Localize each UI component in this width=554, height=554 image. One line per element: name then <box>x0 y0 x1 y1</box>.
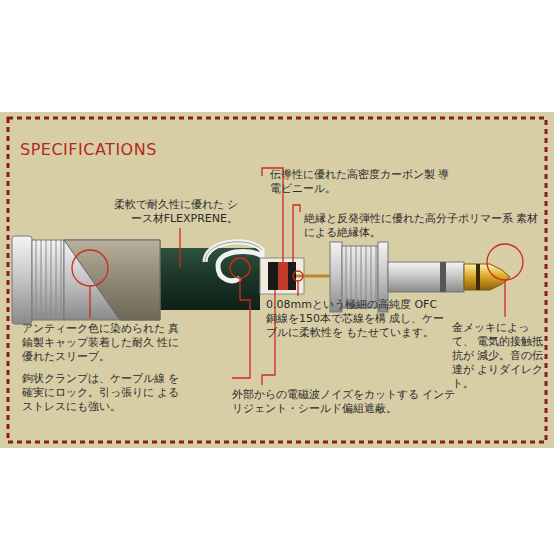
callout-text: 絶縁と反発弾性に優れた高分子ポリマー系 素材による絶縁体。 <box>304 212 540 240</box>
title: SPECIFICATIONS <box>20 140 157 159</box>
callout-text: 金メッキによって、 電気的接触抵抗が 減少。音の伝達が よりダイレクト。 <box>452 321 548 391</box>
callout-text: 0.08mmという極細の高純度 OFC銅線を150本で芯線を構 成し、ケーブルに… <box>266 298 446 340</box>
callout-text: 柔軟で耐久性に優れた シース材FLEXPRENE。 <box>112 198 238 226</box>
callout-text: アンティーク色に染められた 真鍮製キャップ装着した耐久 性に優れたスリーブ。 <box>22 322 182 364</box>
callout-text: 伝導性に優れた高密度カーボン製 導電ビニール。 <box>270 168 450 196</box>
callout-text: 外部からの電磁波ノイズをカットする インテリジェント・シールド偏組遮蔽。 <box>232 388 462 416</box>
callout-text: 鉤状クランプは、ケーブル線 を確実にロック。引っ張りに よるストレスにも強い。 <box>22 372 184 414</box>
